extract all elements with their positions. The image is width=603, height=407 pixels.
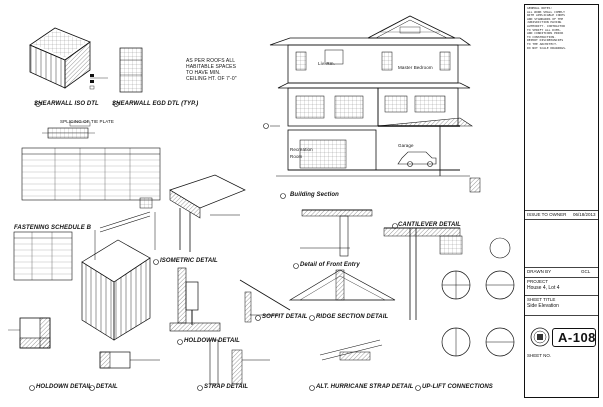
general-notes: GENERAL NOTES: ALL WORK SHALL COMPLY WIT…: [527, 6, 567, 50]
isometric-detail-drawing: [139, 174, 246, 265]
sheet-number-frame: [552, 328, 596, 347]
nailing-table: [21, 147, 161, 201]
uplift-title: UP-LIFT CONNECTIONS: [422, 384, 493, 390]
holdown2-title: HOLDOWN DETAIL: [36, 384, 92, 390]
holdown-detail-drawing: [169, 267, 221, 345]
issue-label: ISSUE TO OWNER: [527, 212, 567, 217]
alt-hurricane-title: ALT. HURRICANE STRAP DETAIL: [316, 384, 414, 390]
splicing-title: SPLICING OF TIE PLATE: [60, 119, 114, 124]
strap-detail-drawing: [197, 339, 270, 391]
shearwall-iso-drawing: [29, 27, 91, 107]
holdown-title: HOLDOWN DETAIL: [184, 338, 240, 344]
shearwall-egd-title: SHEARWALL EGD DTL (TYP.): [112, 101, 199, 107]
project-label: PROJECT: [527, 279, 549, 284]
sheet-number: A-108: [558, 330, 596, 345]
sheet-title-label: SHEET TITLE: [527, 297, 556, 302]
shearwall-iso-title: SHEARWALL ISO DTL: [34, 101, 99, 107]
fastening-schedule-table: [13, 231, 73, 281]
cantilever-drawing: [383, 223, 463, 320]
drawn-by-value: GCL: [581, 269, 591, 274]
splice-plate-drawing: [42, 121, 95, 139]
corner-detail-drawing: [89, 351, 160, 391]
uplift-connection-drawings: [415, 237, 515, 391]
cantilever-title: CANTILEVER DETAIL: [398, 222, 461, 228]
room-label-living: Liv. Rm.: [318, 61, 335, 66]
soffit-title: SOFFIT DETAIL: [262, 314, 308, 320]
holdown-corner-drawing: [8, 317, 51, 391]
room-label-master: Master Bedroom: [398, 65, 433, 70]
soffit-detail-drawing: [239, 279, 291, 323]
isometric-title: ISOMETRIC DETAIL: [160, 258, 218, 264]
sheet-no-label: SHEET NO.: [527, 353, 552, 358]
building-elevation: [263, 15, 481, 199]
drawn-by-label: DRAWN BY: [527, 269, 552, 274]
ceiling-note: AS PER ROOFS ALL HABITABLE SPACES TO HAV…: [186, 58, 237, 82]
architect-seal: [530, 327, 550, 347]
building-section-title: Building Section: [290, 192, 339, 198]
ridge-section-drawing: [288, 269, 396, 321]
wall-framing-iso: [81, 211, 156, 341]
front-entry-drawing: [293, 209, 373, 269]
room-label-recreation: Recreation Room: [290, 147, 313, 159]
front-entry-title: Detail of Front Entry: [300, 262, 360, 268]
sheet-title-value: Side Elevation: [527, 303, 559, 309]
project-value: House 4, Lot 4: [527, 285, 560, 291]
alt-hurricane-strap-drawing: [309, 339, 383, 391]
title-block: GENERAL NOTES: ALL WORK SHALL COMPLY WIT…: [524, 4, 599, 398]
fastening-title: FASTENING SCHEDULE B: [14, 225, 92, 231]
shearwall-egd-drawing: [89, 47, 143, 107]
issue-date: 06/18/2013: [573, 212, 596, 217]
room-label-garage: Garage: [398, 143, 414, 148]
ridge-title: RIDGE SECTION DETAIL: [316, 314, 389, 320]
detail-title: DETAIL: [96, 384, 118, 390]
strap-title: STRAP DETAIL: [204, 384, 249, 390]
